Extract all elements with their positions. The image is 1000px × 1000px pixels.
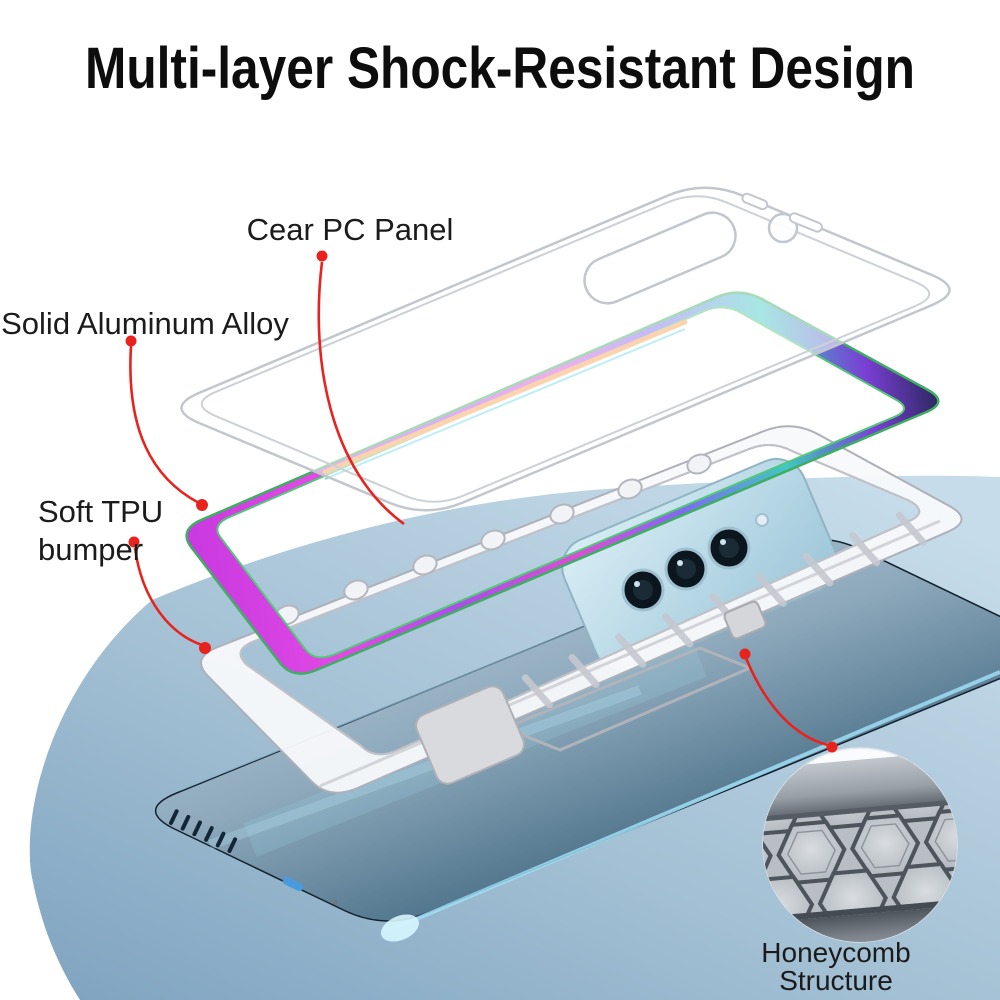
- speaker-grill: [169, 809, 238, 853]
- callout-label-honeycomb: Honeycomb Structure: [761, 937, 910, 996]
- svg-text:Structure: Structure: [779, 965, 893, 996]
- leader-line-tpu: [133, 547, 203, 647]
- mic-hole: [332, 899, 338, 905]
- callout-dot: [128, 536, 140, 548]
- side-button: [282, 876, 304, 892]
- callout-dot: [199, 642, 211, 654]
- callout-dots: [125, 250, 838, 753]
- clear-pc-panel-illustration: [180, 186, 951, 512]
- kickstand-hinge: [723, 600, 767, 640]
- camera-lens: [664, 547, 708, 591]
- callout-dot: [196, 499, 208, 511]
- callout-dot: [316, 250, 328, 262]
- callout-dot: [826, 741, 838, 753]
- svg-text:Soft TPU: Soft TPU: [38, 494, 163, 529]
- kickstand-plate: [415, 685, 525, 785]
- bumper-ridges: [521, 511, 927, 709]
- callout-label-pc-panel: Cear PC Panel: [247, 212, 454, 247]
- callout-label-aluminum: Solid Aluminum Alloy: [1, 306, 289, 341]
- leader-line-pc-panel: [317, 261, 405, 526]
- callout-lines: [129, 261, 829, 747]
- panel-button-cutouts: [741, 192, 823, 233]
- svg-text:bumper: bumper: [38, 532, 143, 567]
- camera-lenses: [621, 513, 769, 612]
- leader-line-honeycomb: [744, 657, 829, 747]
- phone-corner-highlight: [381, 914, 419, 942]
- svg-text:Honeycomb: Honeycomb: [761, 937, 910, 968]
- camera-lens: [707, 526, 751, 570]
- callout-dot: [739, 648, 751, 660]
- camera-lens: [621, 568, 665, 612]
- phone-illustration: [155, 458, 1000, 942]
- page-title: Multi-layer Shock-Resistant Design: [85, 36, 915, 101]
- callout-dot: [125, 335, 137, 347]
- tpu-bumper-illustration: [200, 425, 963, 794]
- leader-line-aluminum: [129, 345, 200, 505]
- callout-label-tpu: Soft TPU bumper: [38, 494, 163, 567]
- camera-flash: [755, 513, 769, 527]
- panel-camera-cutout: [583, 211, 737, 305]
